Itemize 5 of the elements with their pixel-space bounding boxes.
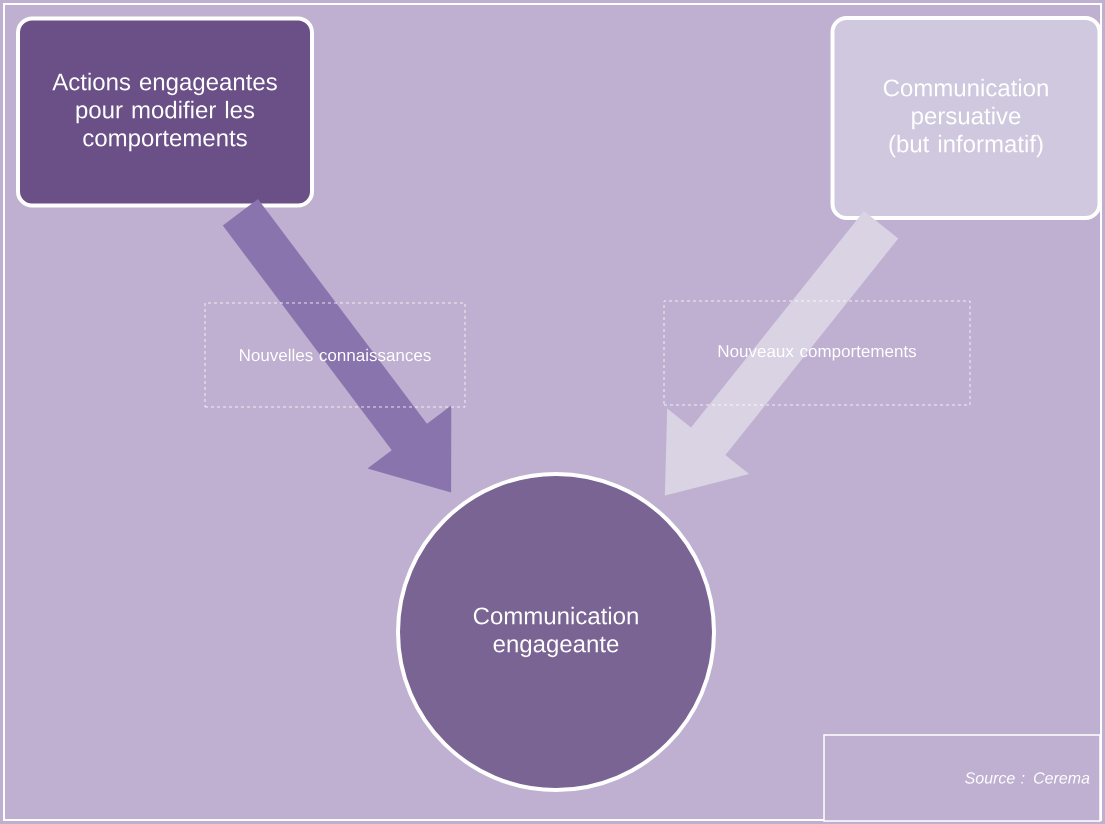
source-box: Source : Cerema (823, 734, 1101, 822)
circle-node: Communication engageante (396, 472, 716, 792)
rounded-box: Actions engageantes pour modifier les comportements (16, 16, 314, 208)
edge-label: Nouvelles connaissances (204, 302, 466, 408)
edge-label: Nouveaux comportements (663, 300, 971, 406)
